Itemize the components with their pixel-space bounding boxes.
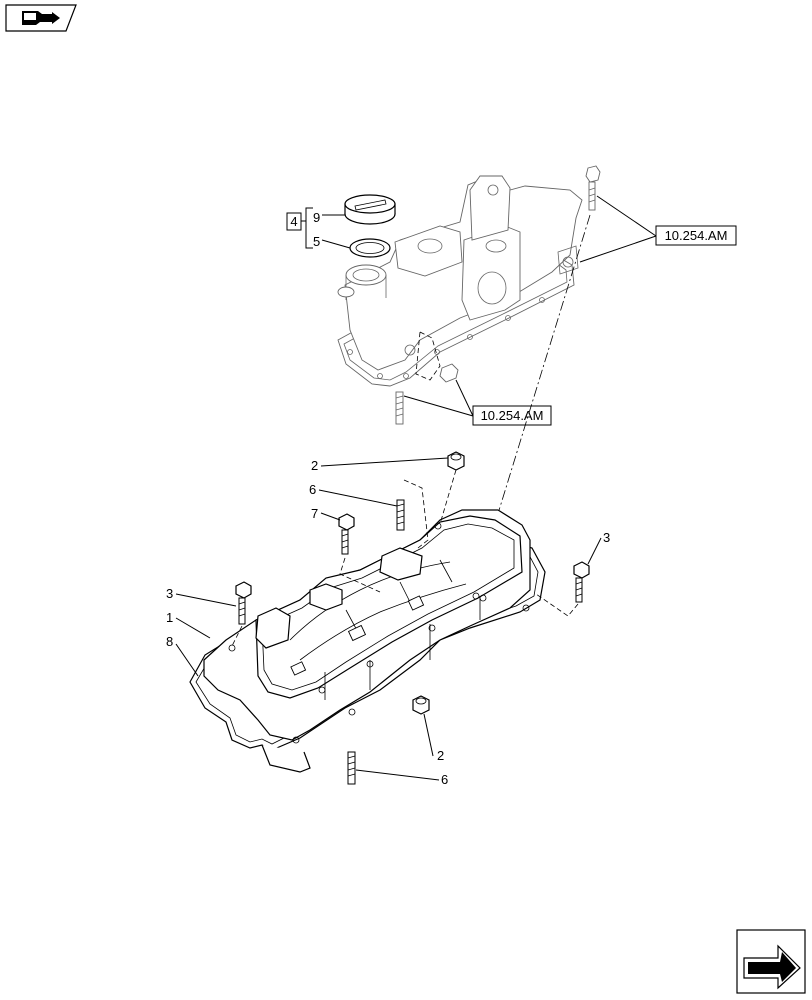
reference-box-center[interactable]: 10.254.AM <box>403 379 552 426</box>
callout-2-lower: 2 <box>437 748 444 763</box>
reference-label-right: 10.254.AM <box>665 228 728 243</box>
callout-6-lower: 6 <box>441 772 448 787</box>
callout-6-upper: 6 <box>309 482 316 497</box>
valve-cover <box>203 509 531 744</box>
callout-3-right: 3 <box>603 530 610 545</box>
filler-cap <box>344 194 396 225</box>
callout-3-left: 3 <box>166 586 173 601</box>
nut-lower <box>412 695 430 715</box>
book-arrow-icon[interactable] <box>5 4 77 32</box>
upper-reference-assembly <box>337 165 601 425</box>
reference-label-center: 10.254.AM <box>481 408 544 423</box>
stud-upper <box>396 479 429 549</box>
callout-9: 9 <box>313 210 320 225</box>
bolt-3-left <box>231 581 252 647</box>
callout-1: 1 <box>166 610 173 625</box>
callout-group-4: 4 9 5 <box>286 207 351 249</box>
next-page-arrow-icon[interactable] <box>736 929 806 994</box>
bolt-7 <box>338 513 381 593</box>
callout-7: 7 <box>311 506 318 521</box>
callout-8: 8 <box>166 634 173 649</box>
bolt-3-right <box>535 561 590 617</box>
stud-lower <box>347 751 356 785</box>
callout-2-upper: 2 <box>311 458 318 473</box>
reference-box-right[interactable]: 10.254.AM <box>579 195 737 263</box>
callout-5: 5 <box>313 234 320 249</box>
callout-4: 4 <box>290 214 297 229</box>
nut-upper <box>439 451 465 525</box>
seal-ring <box>349 238 391 258</box>
lower-callouts: 2 6 7 3 1 8 3 2 6 <box>166 457 610 787</box>
